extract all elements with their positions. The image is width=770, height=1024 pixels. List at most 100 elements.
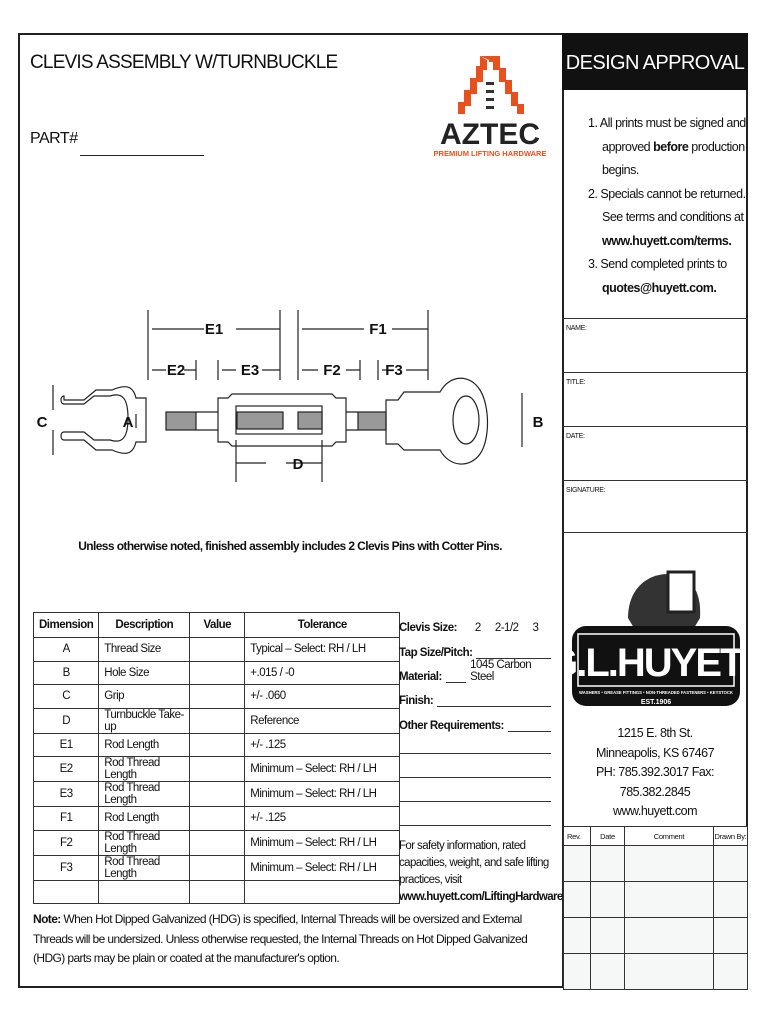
- description-cell: Rod Length: [98, 806, 191, 831]
- signature-field[interactable]: SIGNATURE:: [562, 480, 748, 533]
- rev-cell[interactable]: [563, 881, 591, 918]
- revision-row: [563, 881, 748, 918]
- other-req-label: Other Requirements:: [399, 720, 504, 732]
- col-header: Dimension: [32, 612, 100, 638]
- clevis-size-option[interactable]: 2: [474, 622, 481, 634]
- rev-cell[interactable]: [624, 845, 714, 882]
- other-req-line[interactable]: [399, 753, 551, 754]
- safety-link[interactable]: www.huyett.com/LiftingHardware.: [399, 891, 566, 903]
- description-cell: [98, 879, 191, 904]
- other-req-row: Other Requirements:: [399, 714, 551, 732]
- tolerance-cell: Typical – Select: RH / LH: [244, 637, 401, 662]
- description-cell: Rod Thread Length: [98, 781, 191, 807]
- aztec-brand: AZTEC: [440, 118, 540, 151]
- website-link[interactable]: www.huyett.com: [612, 804, 698, 818]
- finish-label: Finish:: [399, 695, 434, 707]
- design-approval-heading: DESIGN APPROVAL: [562, 33, 748, 90]
- rule-post: production begins.: [602, 139, 745, 178]
- rev-cell[interactable]: [713, 881, 748, 918]
- rule-pre: Specials cannot be returned. See terms a…: [600, 186, 746, 225]
- other-req-line[interactable]: [399, 825, 551, 826]
- value-cell[interactable]: [189, 829, 246, 856]
- tolerance-cell: Minimum – Select: RH / LH: [244, 756, 401, 782]
- dimension-cell: F1: [32, 806, 100, 831]
- aztec-logo: AZTEC PREMIUM LIFTING HARDWARE: [434, 56, 546, 158]
- rev-header: Date: [590, 826, 625, 846]
- description-cell: Rod Length: [98, 732, 191, 757]
- value-cell[interactable]: [189, 732, 246, 757]
- svg-text:G.L.HUYETT: G.L.HUYETT: [568, 641, 744, 685]
- value-cell[interactable]: [189, 781, 246, 807]
- value-cell[interactable]: [189, 637, 246, 662]
- value-cell[interactable]: [189, 707, 246, 734]
- drawing-frame: [18, 33, 748, 988]
- dimension-cell: [32, 879, 100, 904]
- safety-text: For safety information, rated capacities…: [399, 840, 549, 886]
- title-field[interactable]: TITLE:: [562, 372, 748, 426]
- value-cell[interactable]: [189, 879, 246, 904]
- tap-size-field[interactable]: [476, 647, 551, 659]
- rev-cell[interactable]: [590, 845, 625, 882]
- finish-row: Finish:: [399, 689, 551, 707]
- rev-cell[interactable]: [563, 845, 591, 882]
- rule-num: 1.: [588, 116, 598, 130]
- other-req-line[interactable]: [399, 777, 551, 778]
- eye-end: [385, 377, 489, 465]
- value-cell[interactable]: [189, 684, 246, 709]
- label-a: A: [123, 414, 134, 431]
- rule-num: 3.: [588, 257, 598, 271]
- name-field[interactable]: NAME:: [562, 318, 748, 372]
- dimension-cell: E1: [32, 732, 100, 757]
- label-f2: F2: [323, 362, 341, 379]
- part-number-field[interactable]: [80, 155, 204, 156]
- rev-cell[interactable]: [590, 881, 625, 918]
- revision-row: [563, 845, 748, 882]
- rev-cell[interactable]: [624, 917, 714, 954]
- clevis-size-option[interactable]: 2-1/2: [494, 622, 519, 634]
- rev-header: Drawn By:: [713, 826, 748, 846]
- title-label: TITLE:: [566, 379, 586, 386]
- address-line: Minneapolis, KS 67467: [595, 745, 715, 760]
- value-cell[interactable]: [189, 806, 246, 831]
- rev-cell[interactable]: [713, 917, 748, 954]
- label-e1: E1: [205, 321, 223, 338]
- col-header: Description: [98, 612, 191, 638]
- dimension-cell: A: [32, 637, 100, 662]
- finish-field[interactable]: [437, 695, 551, 707]
- svg-text:WASHERS • GREASE FITTINGS • NO: WASHERS • GREASE FITTINGS • NON-THREADED…: [579, 690, 733, 695]
- description-cell: Grip: [98, 684, 191, 709]
- tolerance-cell: Minimum – Select: RH / LH: [244, 829, 401, 856]
- material-value: 1045 Carbon Steel: [470, 659, 532, 683]
- tolerance-cell: Minimum – Select: RH / LH: [244, 781, 401, 807]
- value-cell[interactable]: [189, 854, 246, 881]
- description-cell: Rod Thread Length: [98, 756, 191, 782]
- other-req-line[interactable]: [399, 801, 551, 802]
- svg-text:EST.1906: EST.1906: [641, 699, 671, 706]
- date-field[interactable]: DATE:: [562, 426, 748, 480]
- rev-cell[interactable]: [624, 881, 714, 918]
- rule-bold: www.huyett.com/terms.: [602, 233, 732, 248]
- value-cell[interactable]: [189, 756, 246, 782]
- clevis-size-option[interactable]: 3: [532, 622, 539, 634]
- material-checkbox-line[interactable]: [445, 671, 467, 683]
- rev-cell[interactable]: [624, 953, 714, 990]
- col-header: Tolerance: [244, 612, 401, 638]
- rev-header: Comment: [624, 826, 714, 846]
- note-label: Note:: [33, 912, 61, 926]
- rev-cell[interactable]: [563, 917, 591, 954]
- value-cell[interactable]: [189, 660, 246, 685]
- label-f3: F3: [385, 362, 403, 379]
- rule-pre: All prints must be signed and approved: [599, 116, 747, 154]
- approval-rules: 1. All prints must be signed and approve…: [588, 112, 748, 300]
- rev-cell[interactable]: [713, 953, 748, 990]
- other-req-field[interactable]: [507, 720, 551, 732]
- rev-cell[interactable]: [590, 917, 625, 954]
- rev-cell[interactable]: [563, 953, 591, 990]
- rev-cell[interactable]: [590, 953, 625, 990]
- rev-cell[interactable]: [713, 845, 748, 882]
